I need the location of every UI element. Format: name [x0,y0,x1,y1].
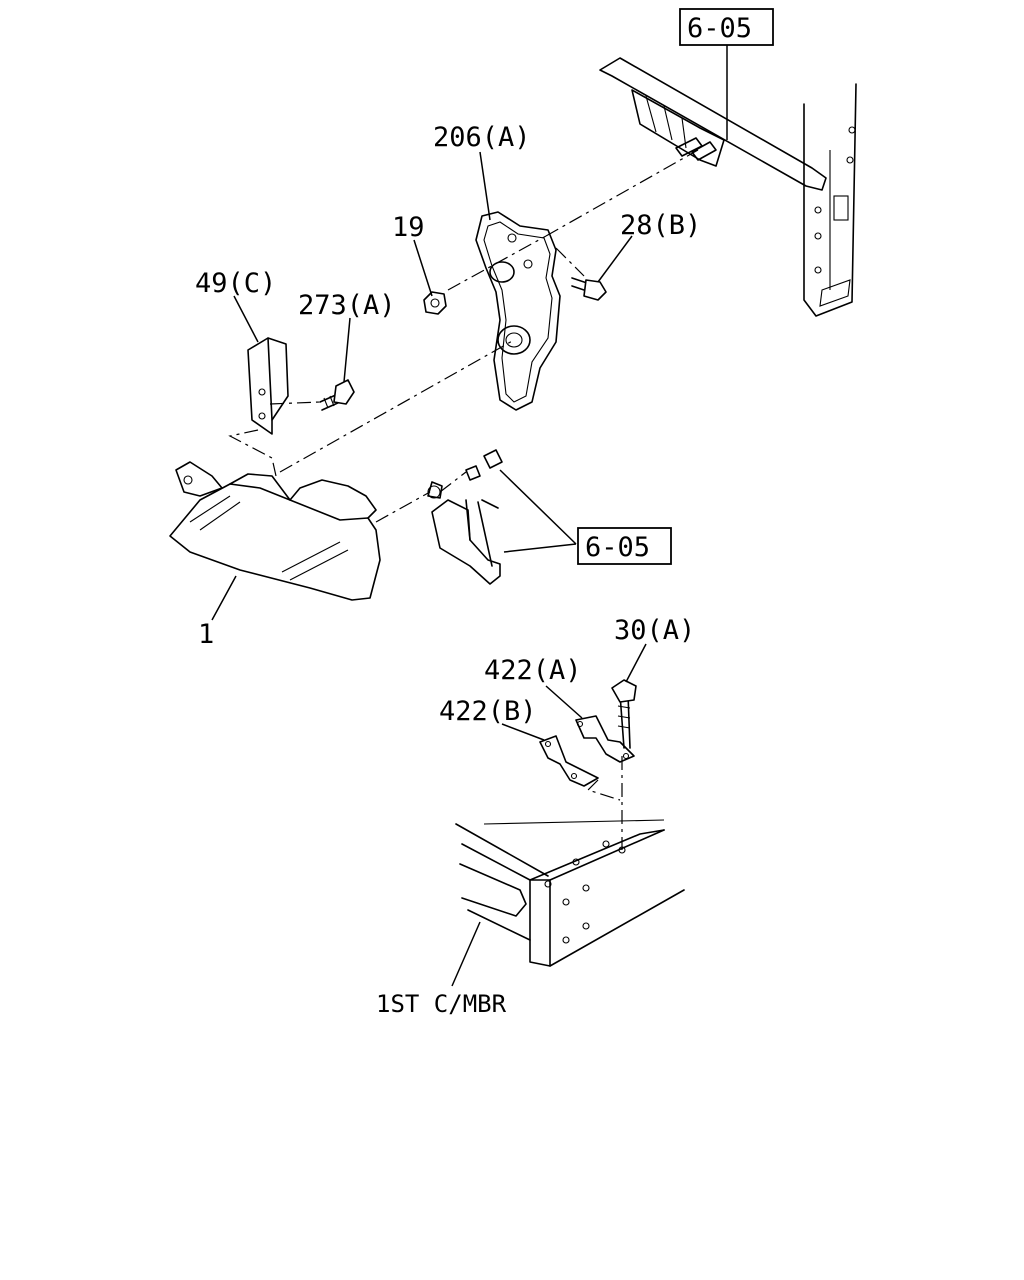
label-clip: 49(C) [195,268,276,299]
clip [247,337,289,435]
label-stay-a: 422(A) [484,655,582,686]
assembly-lines [228,149,699,850]
stays [539,679,637,787]
frame-panel [599,57,857,317]
label-screw: 273(A) [298,290,396,321]
nut [423,291,447,315]
label-lamp: 1 [198,619,214,650]
side-bracket [427,449,503,585]
leader-lines [211,44,728,987]
ref-box-mid [577,527,672,565]
label-stay-b: 422(B) [439,696,537,727]
ref-box-top [679,8,774,46]
label-nut: 19 [392,212,425,243]
screw-273a [319,379,355,411]
label-bracket: 206(A) [433,122,531,153]
bolt-28b [571,277,607,301]
ref-label-mid: 6-05 [585,532,650,563]
ref-label-top: 6-05 [687,13,752,44]
label-crossmember: 1ST C/MBR [376,990,507,1018]
fog-lamp [169,461,381,601]
crossmember [455,819,685,967]
label-bolt-28b: 28(B) [620,210,701,241]
lamp-bracket [475,211,561,411]
label-bolt-30a: 30(A) [614,615,695,646]
